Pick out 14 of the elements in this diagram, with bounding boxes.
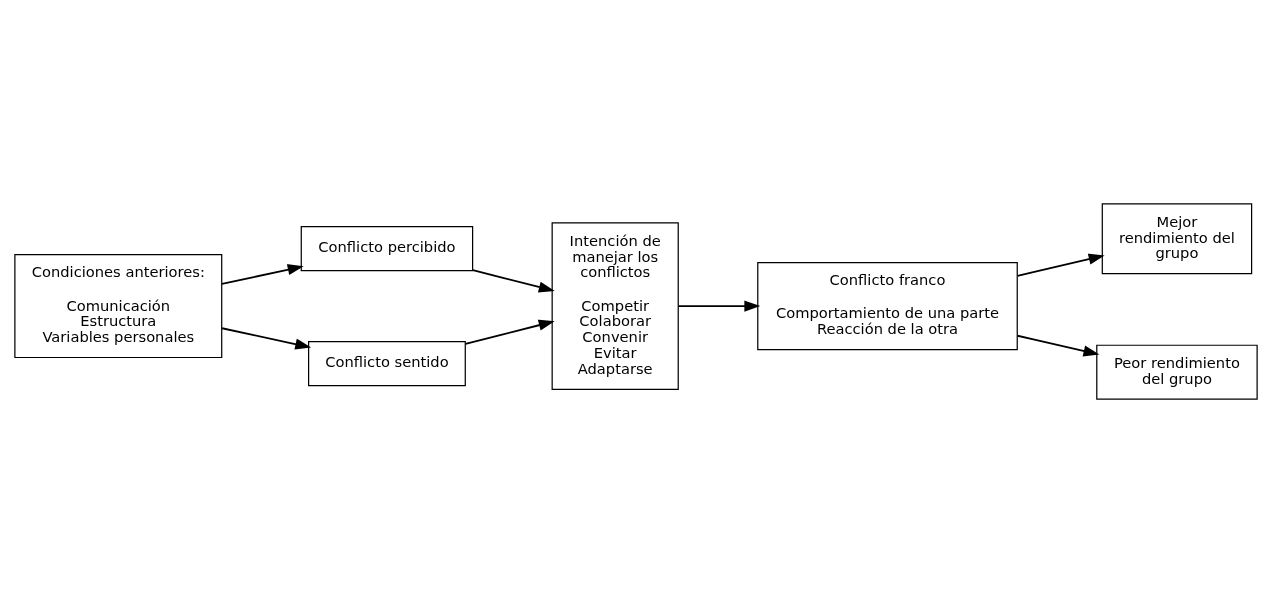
node-box: Intención de manejar los conflictos Competir Colaborar Convenir Evitar Adaptarse [551,222,679,390]
arrow [221,264,304,285]
node-box: Peor rendimiento del grupo [1096,344,1258,400]
node-box: Condiciones anteriores: Comunicación Estructura Variables personales [14,254,223,359]
arrow [1016,253,1105,277]
node-box: Conflicto percibido [300,225,474,272]
node-box: Conflicto franco Comportamiento de una parte Reacción de la otra [757,262,1018,351]
arrow [221,327,312,350]
arrow [471,269,555,293]
arrow [464,319,555,345]
node-box: Mejor rendimiento del grupo [1101,203,1253,275]
node-box: Conflicto sentido [308,340,466,387]
arrow [1016,334,1100,357]
arrow [677,300,761,312]
